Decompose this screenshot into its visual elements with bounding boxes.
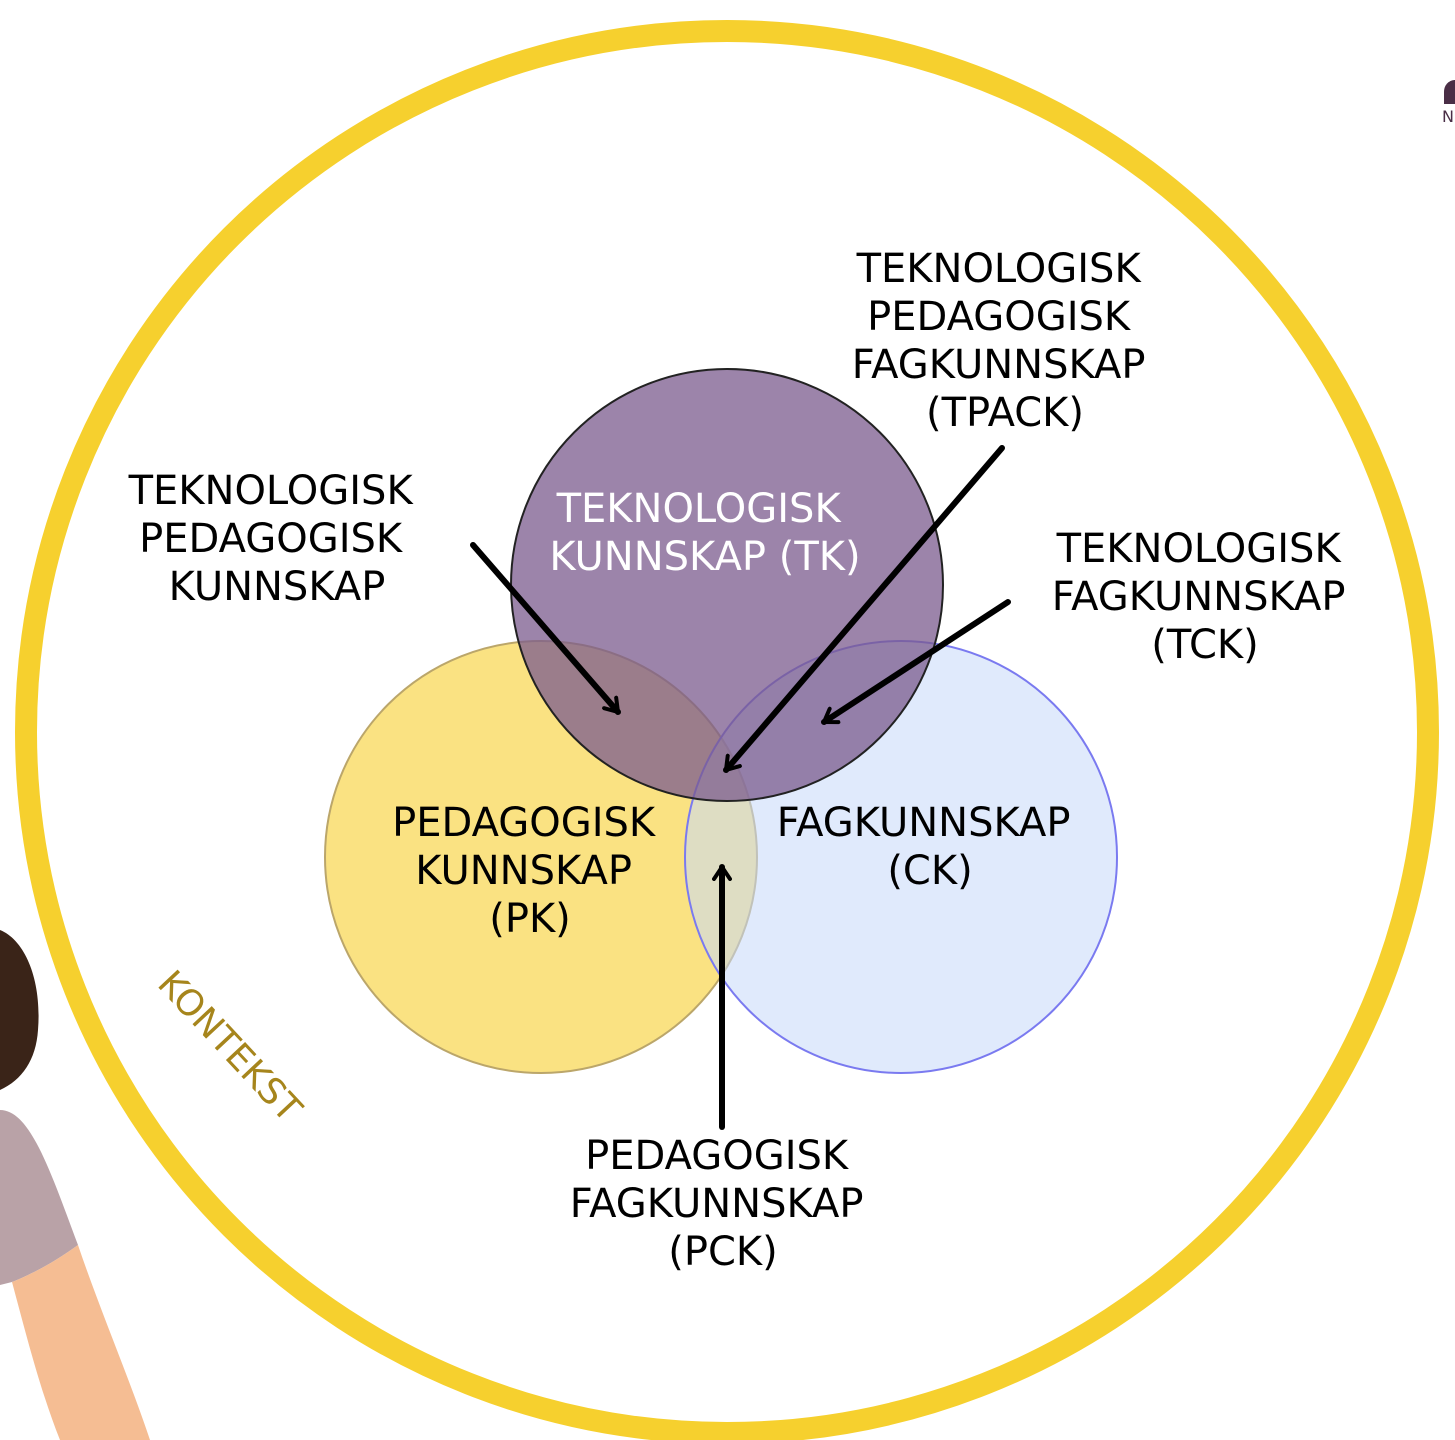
tpk-callout-line: TEKNOLOGISK — [128, 468, 415, 514]
logo-mark-icon: N — [1442, 80, 1455, 126]
tpack-callout-line: PEDAGOGISK — [867, 294, 1132, 340]
logo-letter: N — [1442, 107, 1454, 126]
tpack-callout-line: FAGKUNNSKAP — [852, 342, 1146, 388]
ck-label-line: (CK) — [887, 848, 972, 894]
pck-callout-line: FAGKUNNSKAP — [570, 1181, 864, 1227]
person-illustration-icon — [0, 930, 150, 1440]
tpk-callout: TEKNOLOGISK PEDAGOGISK KUNNSKAP — [128, 468, 426, 610]
ck-label: FAGKUNNSKAP (CK) — [777, 800, 1083, 894]
tck-callout-line: FAGKUNNSKAP — [1052, 574, 1346, 620]
tck-callout-line: TEKNOLOGISK — [1056, 526, 1343, 572]
tpack-callout-line: (TPACK) — [926, 390, 1084, 436]
tpk-arrow — [470, 542, 621, 715]
tck-callout: TEKNOLOGISK FAGKUNNSKAP (TCK) — [1052, 526, 1358, 668]
pk-label-line: (PK) — [489, 896, 571, 942]
tpk-callout-line: KUNNSKAP — [169, 564, 386, 610]
context-ring — [15, 20, 1439, 1440]
tk-label-line: KUNNSKAP (TK) — [549, 534, 860, 580]
ck-label-line: FAGKUNNSKAP — [777, 800, 1071, 846]
pck-callout-line: (PCK) — [668, 1229, 778, 1275]
tck-arrow — [821, 599, 1011, 725]
pck-callout-line: PEDAGOGISK — [585, 1133, 850, 1179]
tck-callout-line: (TCK) — [1151, 622, 1258, 668]
pk-label-line: KUNNSKAP — [415, 848, 632, 894]
pk-label: PEDAGOGISK KUNNSKAP (PK) — [392, 800, 668, 942]
circle-tk — [510, 368, 944, 802]
context-label: KONTEKST — [149, 963, 309, 1131]
tk-label-line: TEKNOLOGISK — [556, 486, 843, 532]
tpack-arrow — [723, 445, 1005, 773]
tpk-callout-line: PEDAGOGISK — [139, 516, 404, 562]
tk-label: TEKNOLOGISK KUNNSKAP (TK) — [549, 486, 860, 580]
pck-callout: PEDAGOGISK FAGKUNNSKAP (PCK) — [570, 1133, 876, 1275]
pk-label-line: PEDAGOGISK — [392, 800, 657, 846]
tpack-callout-line: TEKNOLOGISK — [856, 246, 1143, 292]
tpack-callout: TEKNOLOGISK PEDAGOGISK FAGKUNNSKAP (TPAC… — [852, 246, 1158, 436]
